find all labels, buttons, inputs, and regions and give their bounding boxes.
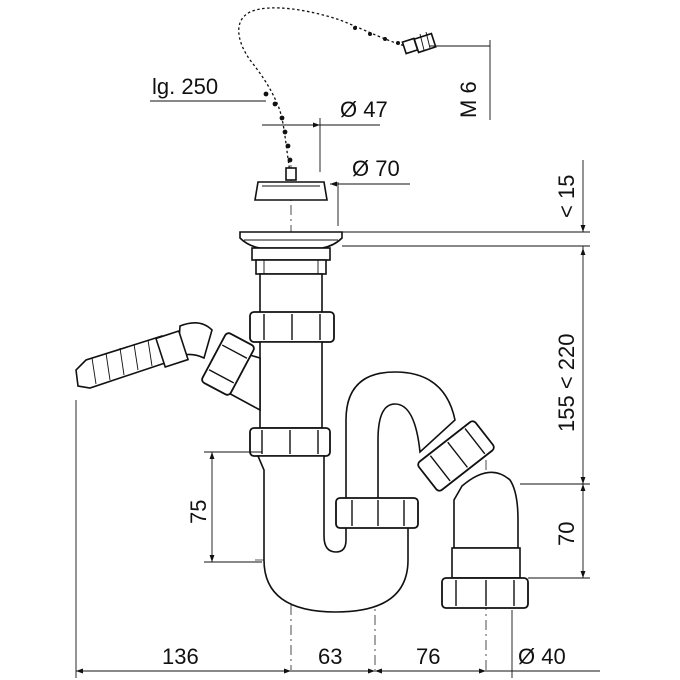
tee-body [259,341,323,429]
label-trap-offset-1: 63 [318,644,342,669]
label-chain-length: lg. 250 [152,74,218,99]
plug [254,181,328,201]
label-outlet-diameter: Ø 40 [518,644,566,669]
label-hose-offset: 136 [162,644,199,669]
label-flange-height: < 15 [554,175,579,218]
dimension-labels: lg. 250 Ø 47 M 6 Ø 70 < 15 155 < 220 70 … [152,74,579,669]
side-nut [201,332,255,396]
hose-connector [75,322,213,389]
outlet-nut [417,420,495,492]
drain-flange [239,231,343,275]
label-stopper-diameter: Ø 47 [340,97,388,122]
plug-chain [238,7,437,201]
outlet-bottom-nut [441,577,529,609]
trap-nut [335,497,419,529]
tailpiece [259,273,323,315]
label-outlet-height: 70 [554,522,579,546]
label-height-range: 155 < 220 [554,334,579,432]
plug-knob [285,167,297,181]
label-trap-depth: 75 [186,500,211,524]
return-bend [345,371,456,501]
dimension-lines [75,40,600,678]
label-plug-diameter: Ø 70 [352,156,400,181]
upper-nut [249,311,335,343]
outlet-elbow [453,471,519,549]
chain-connector [401,31,437,55]
label-trap-offset-2: 76 [416,644,440,669]
chain [238,7,406,179]
outlet-pipe [451,547,521,579]
label-thread: M 6 [456,81,481,118]
trap-u-bend [256,455,409,613]
